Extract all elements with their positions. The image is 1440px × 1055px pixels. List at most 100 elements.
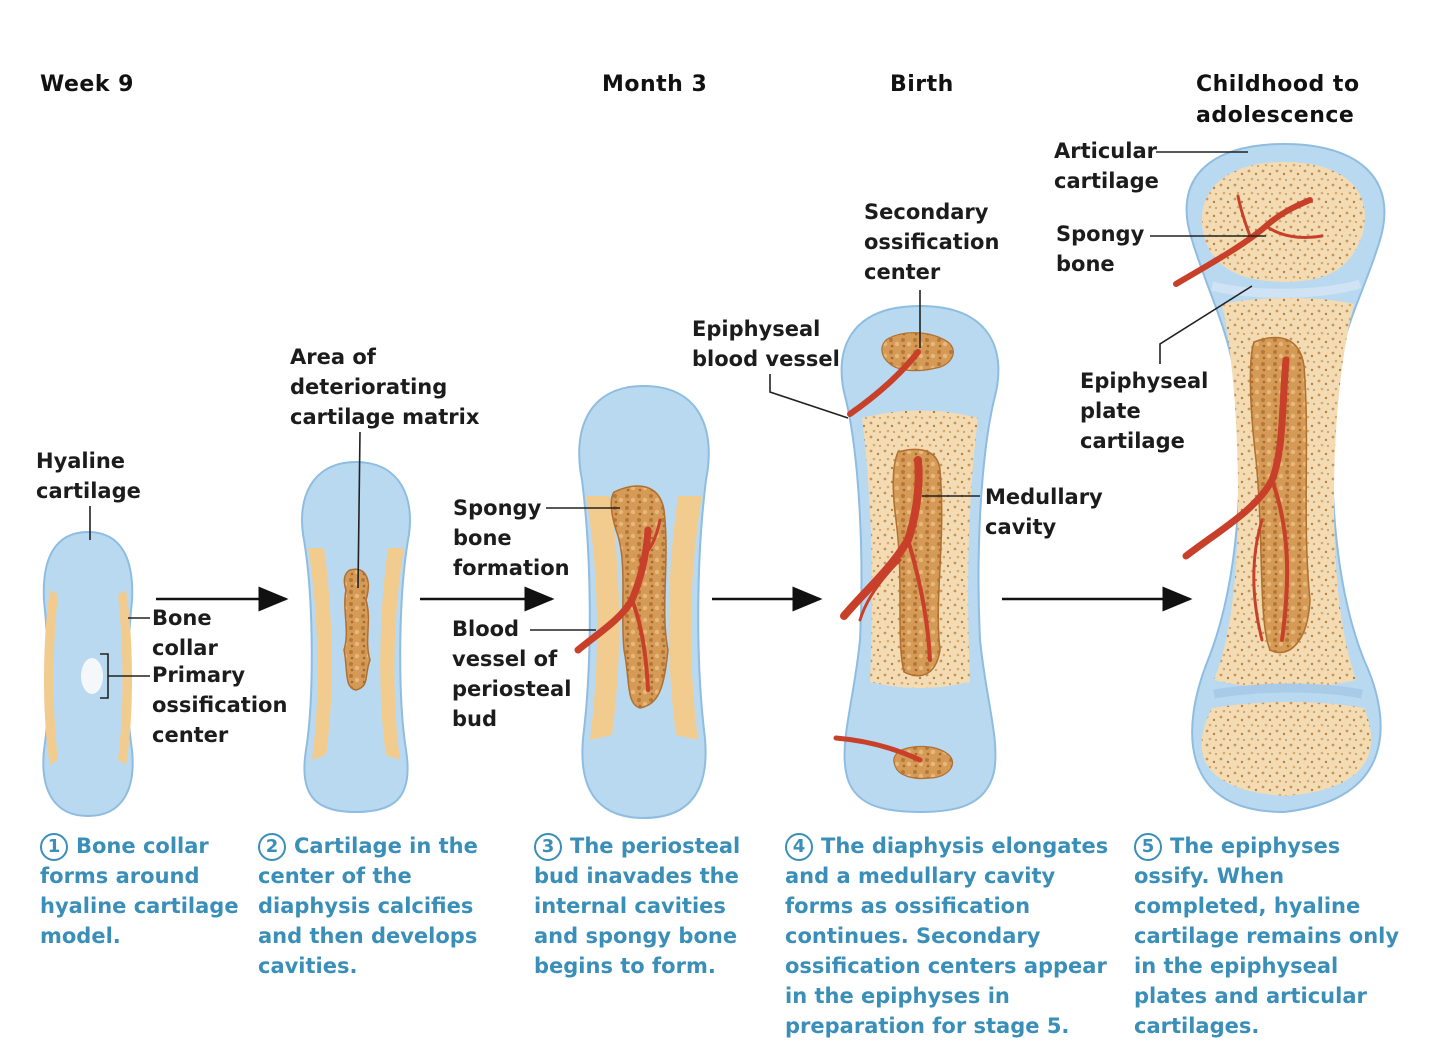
caption-line: in the epiphyses in <box>785 984 1010 1008</box>
stage-title-week9: Week 9 <box>40 69 134 100</box>
caption-line: bud inavades the <box>534 864 739 888</box>
label-line: blood vessel <box>692 347 840 371</box>
caption-step-2: 2 Cartilage in the center of the diaphysi… <box>258 831 478 981</box>
caption-line: cartilage remains only <box>1134 924 1400 948</box>
caption-line: diaphysis calcifies <box>258 894 474 918</box>
step-number-2: 2 <box>258 833 286 861</box>
bone-week9 <box>42 530 134 818</box>
label-line: deteriorating <box>290 375 448 399</box>
bone-childhood <box>1173 142 1386 814</box>
caption-line: hyaline cartilage <box>40 894 239 918</box>
caption-line: and a medullary cavity <box>785 864 1056 888</box>
label-line: Spongy <box>453 496 542 520</box>
caption-text: Cartilage in the <box>294 834 478 858</box>
label-periosteal-bud-vessel: Blood vessel of periosteal bud <box>452 614 571 734</box>
caption-line: ossify. When <box>1134 864 1285 888</box>
stage-title-month3: Month 3 <box>602 69 707 100</box>
caption-line: and then develops <box>258 924 478 948</box>
label-line: Spongy <box>1056 222 1145 246</box>
caption-line: preparation for stage 5. <box>785 1014 1070 1038</box>
label-hyaline-cartilage: Hyaline cartilage <box>36 446 141 506</box>
label-line: formation <box>453 556 570 580</box>
caption-line: center of the <box>258 864 412 888</box>
caption-line: forms as ossification <box>785 894 1031 918</box>
leader-epi-vessel <box>769 374 849 419</box>
label-line: Blood <box>452 617 520 641</box>
caption-line: cavities. <box>258 954 358 978</box>
caption-text: The epiphyses <box>1170 834 1341 858</box>
caption-text: Bone collar <box>76 834 209 858</box>
bone-birth <box>833 304 1000 814</box>
label-medullary-cavity: Medullary cavity <box>985 482 1103 542</box>
label-line: vessel of <box>452 647 558 671</box>
bone-stage2-collar-right <box>380 548 404 760</box>
label-line: bud <box>452 707 498 731</box>
label-line: cartilage matrix <box>290 405 480 429</box>
caption-line: forms around <box>40 864 200 888</box>
caption-line: internal cavities <box>534 894 726 918</box>
stage-title-birth-line: Birth <box>890 72 954 97</box>
childhood-epiphyseal-plate-bottom <box>1213 683 1363 699</box>
leader-primary-ossification <box>100 653 150 699</box>
caption-line: 3 The periosteal <box>534 831 740 861</box>
epiphyseal-blood-vessel-bottom <box>833 735 923 763</box>
stage-title-childhood-line-1: Childhood to <box>1196 72 1360 97</box>
caption-text: The periosteal <box>570 834 741 858</box>
label-line: cavity <box>985 515 1057 539</box>
leader-epi-plate <box>1159 285 1253 364</box>
label-primary-ossification-center: Primary ossification center <box>152 660 287 750</box>
childhood-epiphysis-top <box>1201 162 1365 282</box>
label-deteriorating-cartilage: Area of deteriorating cartilage matrix <box>290 342 479 432</box>
epiphyseal-blood-vessel-top <box>847 349 921 417</box>
label-line: ossification <box>152 693 288 717</box>
caption-step-5: 5 The epiphyses ossify. When completed, h… <box>1134 831 1399 1041</box>
label-epiphyseal-blood-vessel: Epiphyseal blood vessel <box>692 314 840 374</box>
caption-step-3: 3 The periosteal bud inavades the interna… <box>534 831 740 981</box>
label-line: cartilage <box>1054 169 1159 193</box>
stage-title-week9-line: Week 9 <box>40 72 134 97</box>
label-line: Area of <box>290 345 376 369</box>
step-number-5: 5 <box>1134 833 1162 861</box>
bone-stage3-collar-right <box>668 496 702 740</box>
label-line: center <box>864 260 941 284</box>
label-line: cartilage <box>1080 429 1185 453</box>
caption-line: 2 Cartilage in the <box>258 831 478 861</box>
caption-line: completed, hyaline <box>1134 894 1361 918</box>
label-line: bone <box>453 526 512 550</box>
label-line: Epiphyseal <box>1080 369 1209 393</box>
childhood-epiphysis-bottom <box>1201 702 1372 796</box>
step-number-3: 3 <box>534 833 562 861</box>
label-articular-cartilage: Articular cartilage <box>1054 136 1159 196</box>
bone-stage3-collar-left <box>586 496 620 740</box>
caption-line: in the epiphyseal <box>1134 954 1339 978</box>
label-secondary-ossification-center: Secondary ossification center <box>864 197 999 287</box>
primary-ossification-spot <box>81 658 103 694</box>
label-line: Medullary <box>985 485 1103 509</box>
bone-stage2-collar-left <box>308 548 332 760</box>
label-line: Hyaline <box>36 449 126 473</box>
stage-title-childhood: Childhood to adolescence <box>1196 69 1360 131</box>
label-line: cartilage <box>36 479 141 503</box>
childhood-medullary-cavity <box>1249 336 1311 654</box>
caption-line: continues. Secondary <box>785 924 1041 948</box>
step-number-1: 1 <box>40 833 68 861</box>
caption-line: and spongy bone <box>534 924 738 948</box>
caption-line: model. <box>40 924 121 948</box>
caption-step-1: 1 Bone collar forms around hyaline cartil… <box>40 831 239 951</box>
bone-week9-collar-right <box>118 590 132 765</box>
caption-line: 1 Bone collar <box>40 831 239 861</box>
label-line: Bone <box>152 606 212 630</box>
childhood-top-vessel <box>1173 197 1313 287</box>
label-line: bone <box>1056 252 1115 276</box>
label-line: Epiphyseal <box>692 317 821 341</box>
label-epiphyseal-plate-cartilage: Epiphyseal plate cartilage <box>1080 366 1208 456</box>
label-line: ossification <box>864 230 1000 254</box>
label-line: collar <box>152 636 218 660</box>
stage-title-childhood-line-2: adolescence <box>1196 103 1355 128</box>
caption-line: 5 The epiphyses <box>1134 831 1399 861</box>
caption-line: cartilages. <box>1134 1014 1260 1038</box>
label-line: Articular <box>1054 139 1157 163</box>
leader-lines <box>89 151 1266 699</box>
